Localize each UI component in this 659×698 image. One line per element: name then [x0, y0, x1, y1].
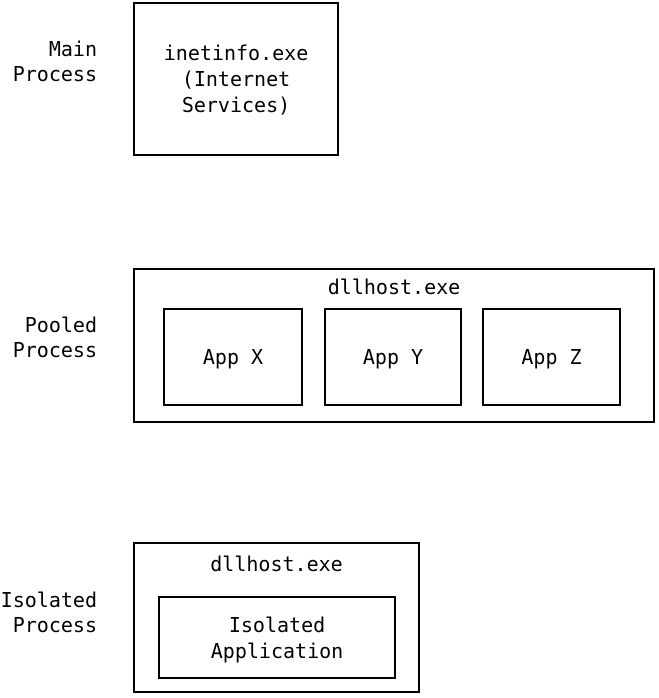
main-process-label-line2: Process — [12, 62, 97, 86]
app-x-box: App X — [163, 308, 303, 406]
pooled-process-label-line2: Process — [12, 338, 97, 362]
inetinfo-box-line1: inetinfo.exe — [163, 41, 309, 65]
app-y-label: App Y — [362, 345, 424, 369]
isolated-dllhost-title: dllhost.exe — [210, 552, 343, 576]
isolated-application-line2: Application — [210, 638, 344, 663]
isolated-process-label: Isolated Process — [0, 588, 97, 638]
isolated-process-label-line1: Isolated — [0, 588, 97, 612]
inetinfo-box: inetinfo.exe (Internet Services) — [133, 2, 339, 156]
app-x-label: App X — [202, 345, 264, 369]
app-z-label: App Z — [521, 345, 582, 369]
isolated-application-line1: Isolated — [228, 612, 326, 637]
main-process-label: Main Process — [0, 37, 97, 87]
isolated-dllhost-box: dllhost.exe Isolated Application — [133, 542, 420, 693]
inetinfo-box-line3: Services) — [181, 93, 291, 117]
pooled-process-label-line1: Pooled — [24, 313, 97, 337]
main-process-label-line1: Main — [48, 37, 97, 61]
app-y-box: App Y — [324, 308, 462, 406]
pooled-process-label: Pooled Process — [0, 313, 97, 363]
app-z-box: App Z — [482, 308, 621, 406]
inetinfo-box-line2: (Internet — [181, 67, 291, 91]
isolated-application-box: Isolated Application — [158, 596, 396, 679]
pooled-dllhost-box: dllhost.exe App X App Y App Z — [133, 268, 655, 423]
pooled-dllhost-title: dllhost.exe — [327, 275, 461, 299]
isolated-process-label-line2: Process — [12, 613, 97, 637]
